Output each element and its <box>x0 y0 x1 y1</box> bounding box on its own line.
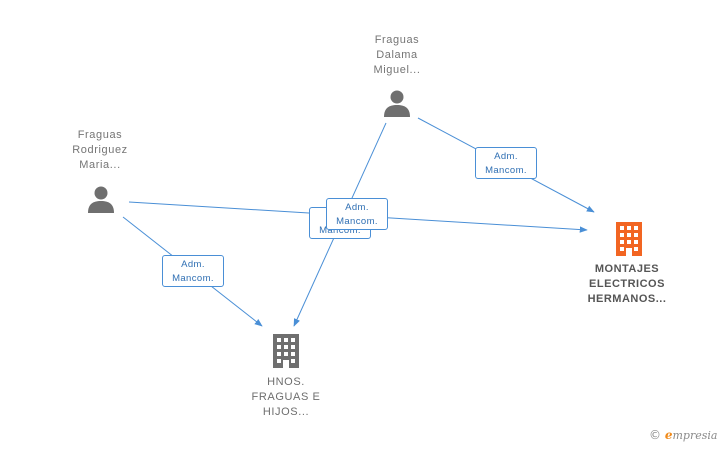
person-name-line: Miguel... <box>373 64 421 76</box>
copyright-symbol: © <box>649 428 661 442</box>
role-line-2: Mancom. <box>172 273 214 284</box>
company-label-montajes[interactable]: MONTAJES ELECTRICOS HERMANOS... <box>574 262 680 307</box>
role-line-1: Adm. <box>494 151 518 162</box>
company-name-line: HNOS. <box>267 376 305 388</box>
company-name-line: HERMANOS... <box>587 293 667 305</box>
role-badge[interactable]: Adm. Mancom. <box>162 255 224 287</box>
role-badge[interactable]: Adm. Mancom. <box>475 147 537 179</box>
role-line-2: Mancom. <box>485 165 527 176</box>
brand-e: e <box>664 428 673 442</box>
person-name-line: Fraguas <box>77 129 123 141</box>
company-name-line: ELECTRICOS <box>589 278 665 290</box>
brand-logo: © empresia <box>649 428 717 442</box>
company-label-hnos[interactable]: HNOS. FRAGUAS E HIJOS... <box>236 375 336 420</box>
person-name-line: Dalama <box>376 49 418 61</box>
role-line-1: Adm. <box>345 202 369 213</box>
person-name-line: Fraguas <box>374 34 420 46</box>
role-badge[interactable]: Adm. Mancom. <box>326 198 388 230</box>
person-label-rodriguez[interactable]: Fraguas Rodriguez Maria... <box>58 128 142 173</box>
person-name-line: Rodriguez <box>72 144 128 156</box>
building-icon[interactable] <box>271 334 301 368</box>
person-icon[interactable] <box>86 184 116 214</box>
person-name-line: Maria... <box>79 159 121 171</box>
company-name-line: MONTAJES <box>594 263 660 275</box>
building-icon[interactable] <box>614 222 644 256</box>
company-name-line: FRAGUAS E <box>251 391 321 403</box>
role-line-1: Adm. <box>181 259 205 270</box>
person-label-dalama[interactable]: Fraguas Dalama Miguel... <box>355 33 439 78</box>
role-line-2: Mancom. <box>319 225 361 236</box>
brand-name: mpresia <box>672 429 718 442</box>
role-line-2: Mancom. <box>336 216 378 227</box>
person-icon[interactable] <box>382 88 412 118</box>
company-name-line: HIJOS... <box>262 406 310 418</box>
